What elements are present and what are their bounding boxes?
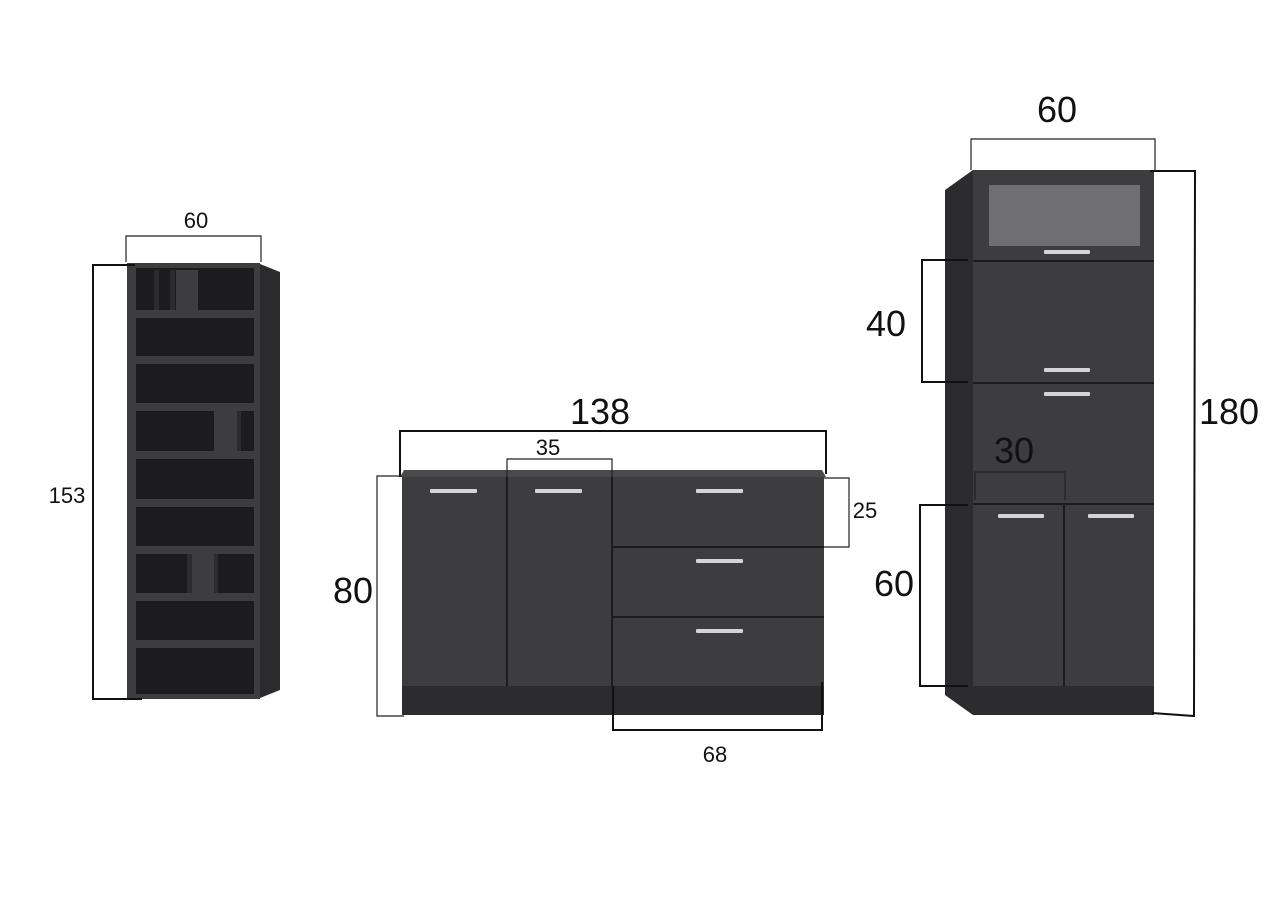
tall-cabinet-door-width-label: 30 [994, 430, 1034, 471]
bookshelf-shelf [131, 451, 260, 459]
bookshelf-interior [136, 268, 254, 694]
bookshelf-width-bracket [125, 235, 262, 262]
sideboard-seam [506, 477, 508, 686]
tall-cabinet-lower-section-label: 60 [874, 563, 914, 604]
bookshelf: 60 153 [49, 208, 280, 700]
sideboard-door-handle [535, 489, 582, 493]
sideboard-width-bracket [399, 430, 827, 477]
tall-cabinet-glass-panel [989, 185, 1140, 246]
bookshelf-cubby-block [192, 554, 216, 593]
sideboard-top [400, 470, 826, 477]
tall-cabinet-height-bracket [1150, 170, 1197, 718]
bookshelf-cubby-block [214, 411, 238, 451]
tall-cabinet-handle [1044, 392, 1090, 396]
bookshelf-shelf [131, 356, 260, 364]
bookshelf-shelf [131, 403, 260, 411]
tall-cabinet-door-handle [998, 514, 1044, 518]
sideboard-drawer-height-label: 25 [853, 498, 877, 523]
bookshelf-divider [154, 270, 159, 310]
tall-cabinet-door-handle [1088, 514, 1134, 518]
bookshelf-divider [237, 411, 241, 451]
tall-cabinet-handle [1044, 368, 1090, 372]
sideboard-door-handle [430, 489, 477, 493]
tall-cabinet-top-section-bracket [921, 259, 968, 383]
tall-cabinet-seam [973, 382, 1154, 384]
sideboard-seam [613, 546, 824, 548]
tall-cabinet-lower-section-bracket [919, 504, 968, 687]
bookshelf-shelf [131, 640, 260, 648]
sideboard-door-width-label: 35 [536, 435, 560, 460]
sideboard-seam [611, 477, 613, 686]
tall-cabinet-top-section-label: 40 [866, 303, 906, 344]
sideboard-width-label: 138 [570, 391, 630, 432]
bookshelf-height-label: 153 [49, 483, 86, 508]
sideboard-height-bracket [376, 475, 404, 717]
tall-cabinet-width-label: 60 [1037, 89, 1077, 130]
sideboard: 138 35 25 80 68 [333, 391, 877, 767]
tall-cabinet-width-bracket [970, 138, 1156, 170]
sideboard-drawer-height-bracket [824, 477, 850, 548]
tall-cabinet-plinth [973, 686, 1154, 715]
bookshelf-shelf [131, 499, 260, 507]
sideboard-drawer-handle [696, 629, 743, 633]
bookshelf-divider [170, 270, 175, 310]
sideboard-drawer-handle [696, 489, 743, 493]
bookshelf-height-bracket [92, 264, 142, 700]
sideboard-drawer-width-bracket [612, 682, 823, 731]
sideboard-drawer-width-label: 68 [703, 742, 727, 767]
tall-cabinet-seam [973, 260, 1154, 262]
bookshelf-shelf [131, 310, 260, 318]
bookshelf-shelf [131, 546, 260, 554]
tall-cabinet-height-label: 180 [1199, 391, 1259, 432]
tall-cabinet-seam [1063, 505, 1065, 686]
tall-cabinet-door-width-bracket [974, 471, 1066, 500]
bookshelf-divider [187, 554, 192, 593]
bookshelf-width-label: 60 [184, 208, 208, 233]
tall-cabinet: 60 40 30 60 180 [866, 89, 1259, 718]
bookshelf-divider [214, 554, 218, 593]
bookshelf-side-panel [260, 264, 280, 698]
bookshelf-cubby-block [176, 270, 198, 310]
sideboard-door-width-bracket [506, 458, 613, 477]
tall-cabinet-side-panel [945, 170, 973, 715]
sideboard-seam [613, 616, 824, 618]
tall-cabinet-handle [1044, 250, 1090, 254]
sideboard-drawer-handle [696, 559, 743, 563]
bookshelf-shelf [131, 593, 260, 601]
tall-cabinet-seam [973, 503, 1154, 505]
sideboard-height-label: 80 [333, 570, 373, 611]
